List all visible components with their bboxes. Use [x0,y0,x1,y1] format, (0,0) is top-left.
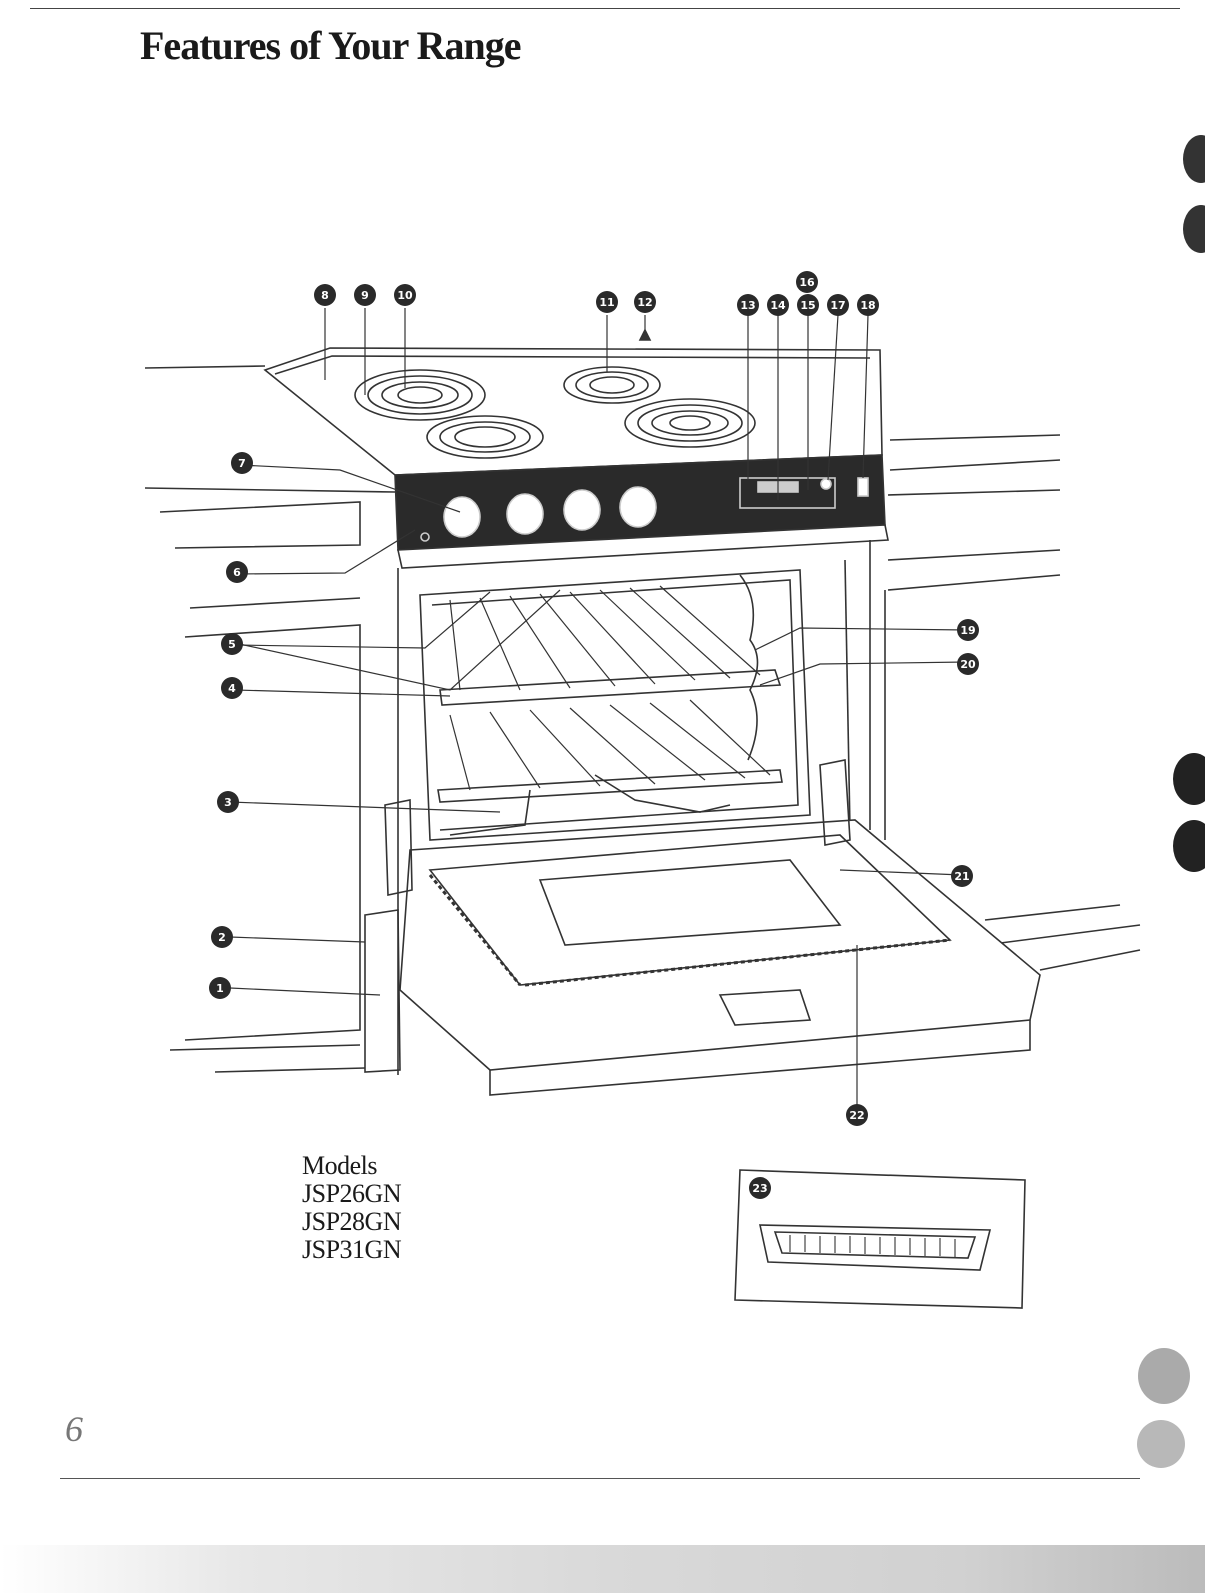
callout-number: 20 [960,658,976,671]
callout-badge: 14 [767,294,789,316]
callout-badge: 3 [217,791,239,813]
callout-badge: 17 [827,294,849,316]
callout-number: 10 [397,289,413,302]
scan-artifact-strip [0,1545,1205,1593]
callout-number: 6 [233,566,241,579]
callout-badge: 21 [951,865,973,887]
callout-number: 3 [224,796,232,809]
callout-badge: 19 [957,619,979,641]
callout-badge: 9 [354,284,376,306]
callout-number: 14 [770,299,786,312]
callout-number: 23 [752,1182,767,1195]
models-list: Models JSP26GN JSP28GN JSP31GN [302,1152,401,1264]
callout-badge: 5 [221,633,243,655]
model-number: JSP31GN [302,1236,401,1264]
callout-badge: 20 [957,653,979,675]
callout-number: 1 [216,982,224,995]
callout-badge: 22 [846,1104,868,1126]
callout-badge: 12 [634,291,656,313]
models-heading: Models [302,1152,401,1180]
page-number: 6 [65,1408,83,1450]
callout-number: 9 [361,289,369,302]
callout-number: 7 [238,457,246,470]
callout-badge: 6 [226,561,248,583]
callout-badge: 2 [211,926,233,948]
callout-badge: 1 [209,977,231,999]
model-number: JSP28GN [302,1208,401,1236]
callout-number: 11 [599,296,614,309]
callout-badge: 15 [797,294,819,316]
callout-number: 13 [740,299,755,312]
callout-badge: 4 [221,677,243,699]
callout-number: 16 [799,276,815,289]
callout-badge: 18 [857,294,879,316]
bottom-rule [60,1478,1140,1479]
callout-badge: 7 [231,452,253,474]
callout-number: 15 [800,299,815,312]
callout-number: 8 [321,289,329,302]
callout-badge: 11 [596,291,618,313]
callout-badge: 13 [737,294,759,316]
callout-number: 4 [228,682,236,695]
model-number: JSP26GN [302,1180,401,1208]
callout-number: 12 [637,296,652,309]
callout-number: 17 [830,299,845,312]
callout-badge: 10 [394,284,416,306]
callout-badge: 8 [314,284,336,306]
callout-number: 19 [960,624,975,637]
callout-number: 2 [218,931,226,944]
callout-badge: 23 [749,1177,771,1199]
callout-badge: 16 [796,271,818,293]
callout-number: 21 [954,870,969,883]
callout-number: 18 [860,299,875,312]
callout-number: 5 [228,638,236,651]
callout-number: 22 [849,1109,864,1122]
